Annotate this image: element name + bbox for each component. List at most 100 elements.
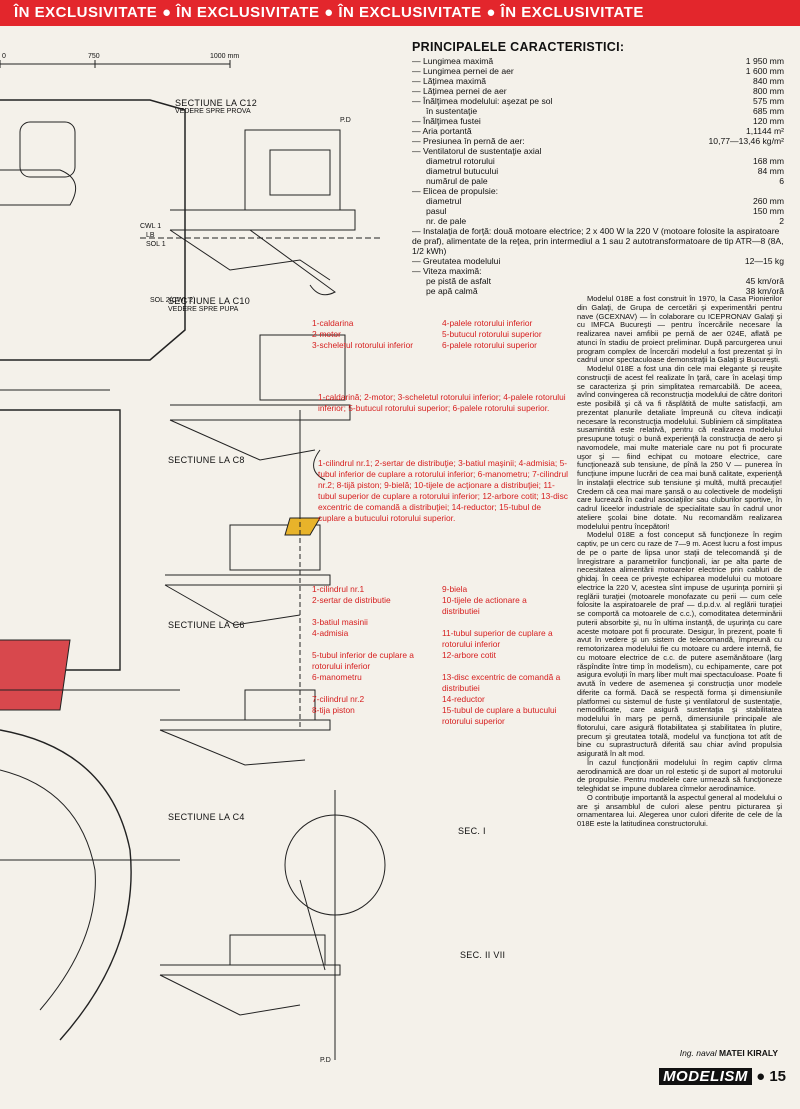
spec-label: în sustentaţie [426,106,478,116]
spec-label: pe apă calmă [426,286,478,296]
legend-item: 6-palele rotorului superior [442,340,537,350]
exclusive-banner: ÎN EXCLUSIVITATE ● ÎN EXCLUSIVITATE ● ÎN… [0,0,800,26]
spec-row: — Înălţimea fustei 120 mm [412,116,784,126]
author-prefix: Ing. naval [679,1048,717,1058]
spec-value: 45 km/oră [745,276,784,286]
spec-value: 150 mm [752,206,784,216]
spec-row: — Viteza maximă: [412,266,784,276]
section-c4-label: SECTIUNE LA C4 [168,812,245,822]
spec-label: — Ventilatorul de sustentaţie axial [412,146,542,156]
article-paragraph: Modelul 018E a fost conceput să funcţion… [577,530,782,758]
section-c10-label: SECTIUNE LA C10 [168,296,251,306]
lb-label: LB [146,232,155,239]
scale-tick-0: 0 [2,53,6,60]
specifications-list-2: — Greutatea modelului 12—15 kg— Viteza ma… [412,256,784,296]
article-paragraph: În cazul funcţionării modelului în regim… [577,757,782,793]
spec-row: — Ventilatorul de sustentaţie axial [412,146,784,156]
author-name: MATEI KIRALY [718,1048,778,1058]
spec-row: nr. de pale 2 [412,216,784,226]
scale-tick-1000: 1000 mm [210,53,239,60]
spec-value: 1 600 mm [745,66,784,76]
legend-item: 5-tubul inferior de cuplare a rotorului … [312,650,414,671]
spec-label: diametrul rotorului [426,156,495,166]
power-installation-note: — Instalaţia de forţă: două motoare elec… [412,226,784,256]
pd-label: P.D [340,117,351,124]
banner-text: ÎN EXCLUSIVITATE ● ÎN EXCLUSIVITATE ● ÎN… [14,4,644,21]
spec-label: — Presiunea în pernă de aer: [412,136,525,146]
legend-item: 5-butucul rotorului superior [442,329,542,339]
spec-label: — Lăţimea maximă [412,76,487,86]
legend-row: 2-motor 5-butucul rotorului superior [312,329,562,340]
spec-value: 38 km/oră [745,286,784,296]
legend-item: 9-biela [442,584,468,594]
legend-row: 5-tubul inferior de cuplare a rotorului … [312,650,572,672]
legend-c10b: 1-caldarină; 2-motor; 3-scheletul rotoru… [318,392,566,413]
spec-label: — Greutatea modelului [412,256,501,266]
spec-label: — Înălţimea fustei [412,116,481,126]
legend-item: 4-palele rotorului inferior [442,318,533,328]
spec-value: 12—15 kg [744,256,784,266]
legend-item [442,617,562,628]
spec-label: — Lăţimea pernei de aer [412,86,507,96]
spec-label: numărul de pale [426,176,488,186]
legend-item: 2-motor [312,329,341,339]
legend-item: 11-tubul superior de cuplare a rotorului… [442,628,553,649]
legend-item: 3-scheletul rotorului inferior [312,340,414,350]
spec-value: 1 950 mm [745,56,784,66]
legend-item: 6-manometru [312,672,362,682]
spec-row: — Lăţimea pernei de aer 800 mm [412,86,784,96]
magazine-name: MODELISM [659,1068,752,1085]
spec-row: — Lungimea pernei de aer 1 600 mm [412,66,784,76]
spec-value: 2 [779,216,784,226]
section-c10-sub: VEDERE SPRE PUPA [168,306,239,313]
page-number: 15 [769,1068,786,1085]
article-paragraph: Modelul 018E a fost construit în 1970, l… [577,294,782,365]
spec-value: 120 mm [752,116,784,126]
spec-label: nr. de pale [426,216,467,226]
specifications-panel: PRINCIPALELE CARACTERISTICI: — Lungimea … [412,40,784,296]
sec-ii-label: SEC. II VII [460,950,506,960]
spec-value: 10,77—13,46 kg/m² [708,136,784,146]
legend-item: 2-sertar de distributie [312,595,391,605]
scale-tick-750: 750 [88,53,100,60]
legend-item: 1-caldarina [312,318,354,328]
section-c12-label: SECTIUNE LA C12 [175,98,258,108]
legend-row: 4-admisia 11-tubul superior de cuplare a … [312,628,572,650]
spec-value: 840 mm [752,76,784,86]
spec-label: diametrul butucului [426,166,499,176]
section-c12-sub: VEDERE SPRE PROVA [175,108,251,115]
spec-row: — Lungimea maximă 1 950 mm [412,56,784,66]
spec-row: pe apă calmă 38 km/oră [412,286,784,296]
legend-row: 1-caldarina 4-palele rotorului inferior [312,318,562,329]
sol1-label: SOL 1 [146,241,166,248]
section-c6-label: SECTIUNE LA C6 [168,620,245,630]
legend-item: 12-arbore cotit [442,650,496,660]
spec-value: 800 mm [752,86,784,96]
article-paragraph: O contribuţie importantă la aspectul gen… [577,792,782,828]
spec-row: — Presiunea în pernă de aer: 10,77—13,46 … [412,136,784,146]
sol2-label: SOL 2(CWL 2) [150,297,195,304]
cwl1-label: CWL 1 [140,223,161,230]
spec-row: — Elicea de propulsie: [412,186,784,196]
legend-item: 10-tijele de actionare a distributiei [442,595,527,616]
legend-item: 13-disc excentric de comandă a distribut… [442,672,561,693]
spec-label: — Elicea de propulsie: [412,186,498,196]
legend-item: 4-admisia [312,628,349,638]
spec-label: — Lungimea maximă [412,56,494,66]
spec-label: — Înălţimea modelului: aşezat pe sol [412,96,553,106]
spec-label: diametrul [426,196,462,206]
technical-drawing: 0 750 1000 mm CWL 1 LB SOL 1 SOL 2(CWL 2… [0,53,386,1064]
spec-value: 1,1144 m² [745,126,784,136]
spec-label: — Lungimea pernei de aer [412,66,514,76]
spec-label: pasul [426,206,447,216]
